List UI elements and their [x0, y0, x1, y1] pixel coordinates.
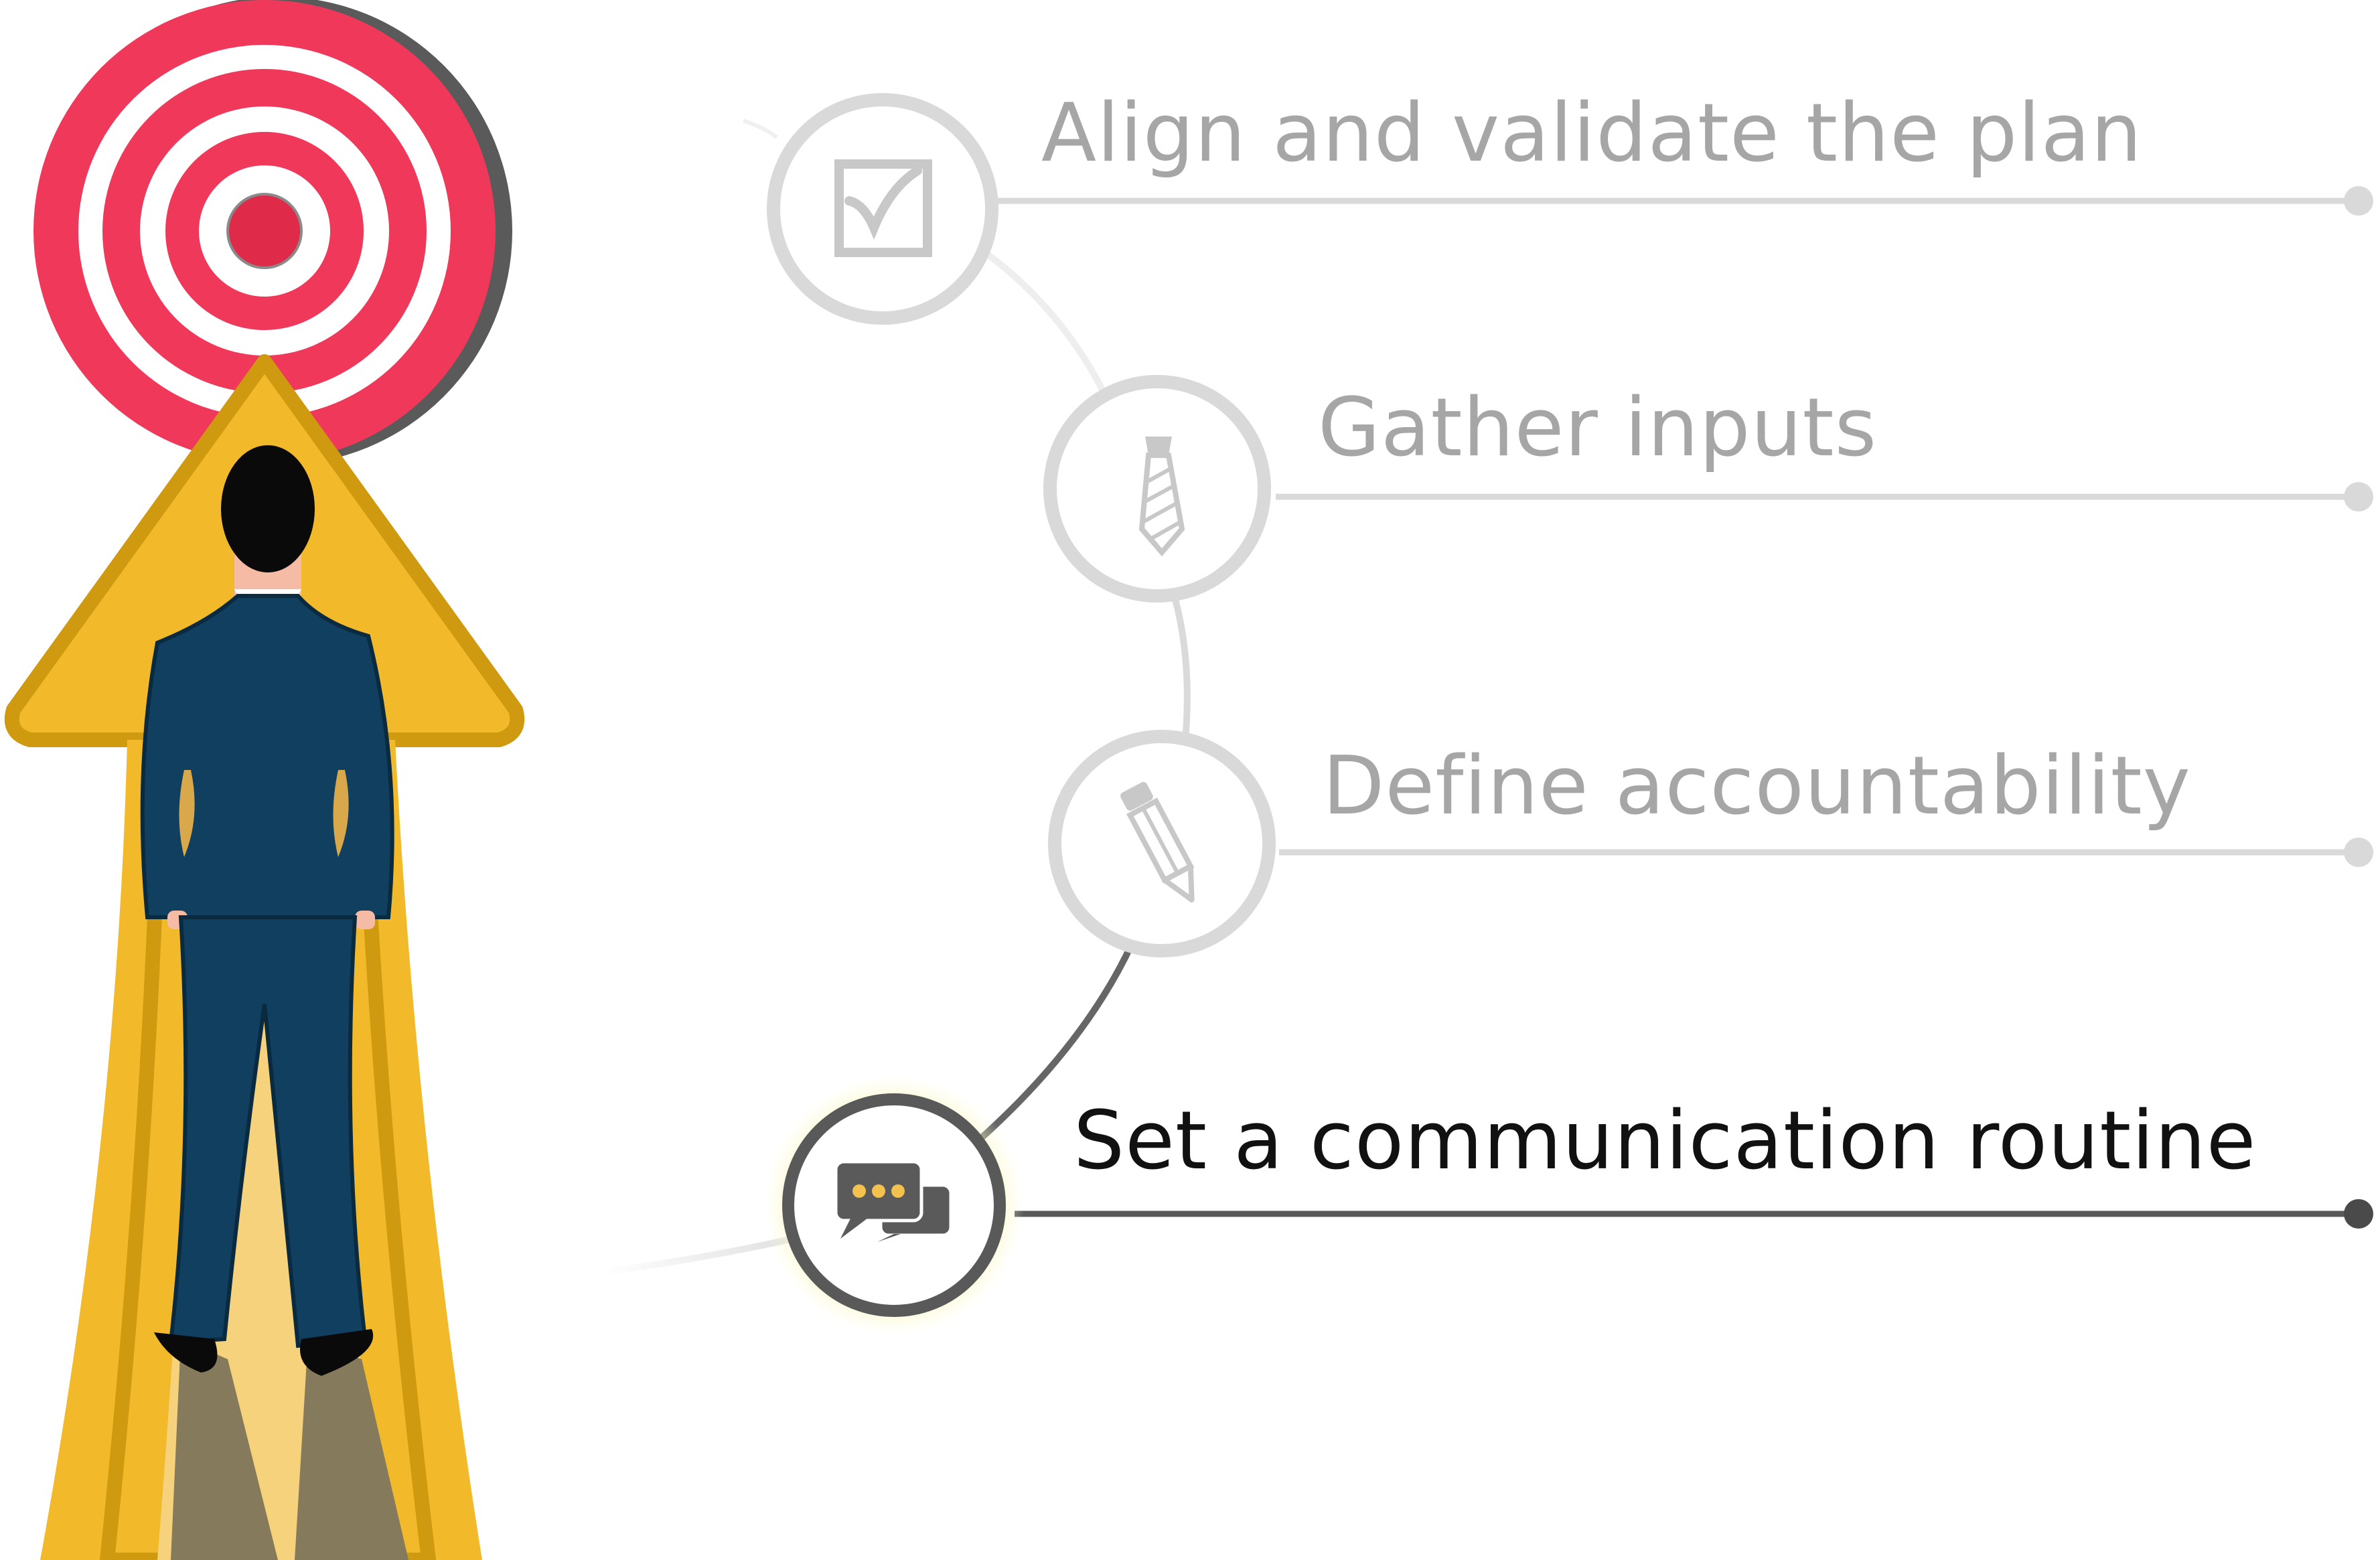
- step-2-end-dot: [2344, 482, 2373, 512]
- target-illustration: [33, 0, 512, 465]
- step-4: [763, 1075, 2373, 1336]
- chat-bubbles-icon: [834, 1160, 953, 1242]
- step-1-end-dot: [2344, 186, 2373, 216]
- step-4-label: Set a communication routine: [1073, 1095, 2257, 1188]
- step-3: [1048, 730, 2373, 957]
- step-4-end-dot: [2344, 1199, 2373, 1229]
- checkbox-icon: [834, 159, 932, 257]
- step-1-label: Align and validate the plan: [1041, 87, 2143, 180]
- step-2-label: Gather inputs: [1318, 382, 1878, 475]
- businessman-illustration: [140, 445, 394, 1376]
- step-3-end-dot: [2344, 838, 2373, 867]
- step-2: [1043, 375, 2373, 603]
- necktie-icon: [1138, 437, 1185, 557]
- step-1: [767, 93, 2373, 325]
- step-3-label: Define accountability: [1323, 740, 2191, 833]
- step-2-ring: [1043, 375, 1271, 603]
- pencil-icon: [1120, 781, 1195, 903]
